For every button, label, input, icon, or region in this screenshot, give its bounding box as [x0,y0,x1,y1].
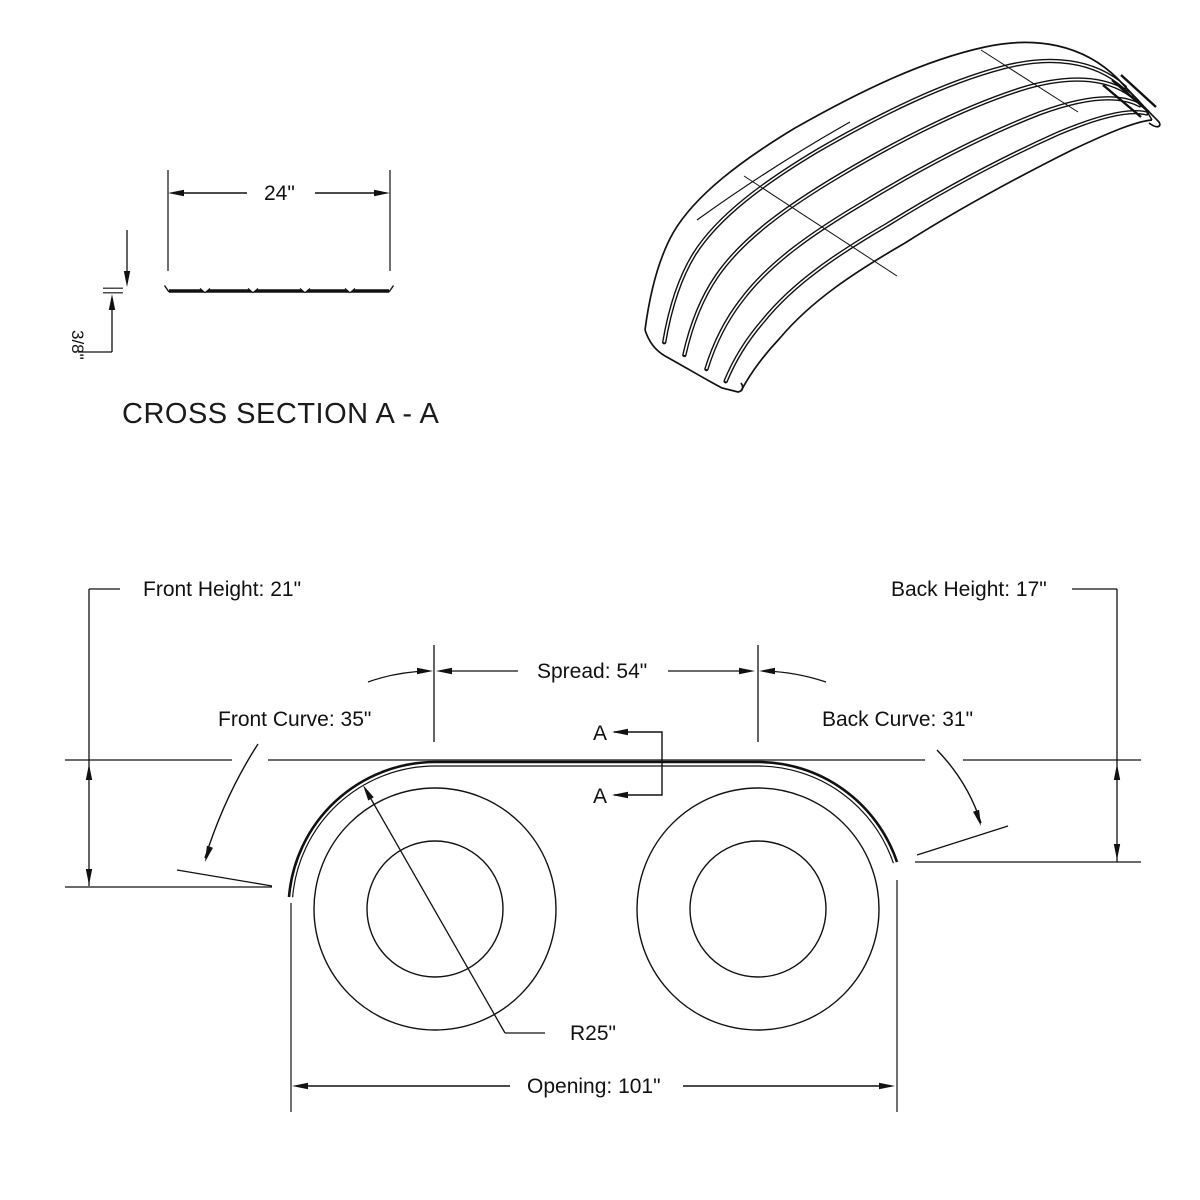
arrowhead [168,189,184,197]
fender-rib [704,96,1142,372]
fender-rear-curl [1117,78,1161,128]
front-tangent-line [176,869,273,887]
arrowhead [1113,764,1121,780]
opening-dimension-label: Opening: 101" [527,1075,661,1098]
radius-label: R25" [570,1022,616,1045]
arrowhead [436,667,452,675]
arrowhead [292,1082,308,1090]
front-hub-outline [366,840,504,978]
arrowhead [85,764,93,780]
fender-rib-core [724,111,1147,382]
arrowhead [417,667,433,675]
front-tire-outline [313,787,557,1031]
fender-rib [723,109,1149,384]
curl-hatch-line [1111,79,1150,113]
spread-dimension-label: Spread: 54" [537,660,647,683]
fender-outer-edge [644,41,1119,331]
back-curve-label: Back Curve: 31" [822,708,973,731]
rib-notch [300,288,310,293]
section-marker-top: A [593,722,607,745]
section-marker-bottom: A [593,785,607,808]
radius-leader [366,791,506,1034]
fender-rib-core [705,97,1141,370]
isometric-view [644,41,1161,393]
back-tangent-line [916,825,1009,856]
front-curve-leader [204,743,259,859]
arrowhead [879,1082,895,1090]
panel-joint-line [980,49,1079,113]
arrowhead [612,791,628,799]
rib-notch [200,288,210,293]
section-line [614,731,663,796]
arrowhead [363,785,374,801]
arrowheads [85,189,1121,1090]
arrowhead [108,294,116,310]
rib-notches [199,288,356,294]
rear-tire-outline [636,787,880,1031]
arrowhead [739,667,755,675]
fender-inner-edge [740,119,1153,392]
rib-notch [247,288,259,294]
rib-notch [299,288,311,294]
arrowhead [759,667,775,675]
arrowhead [973,809,981,826]
fender-rib [662,58,1127,345]
fender-profile-outer [287,760,899,898]
curl-hatch-line [1102,84,1142,118]
rib-notch [345,288,355,293]
rear-hub-outline [689,840,827,978]
fender-profile-inner [292,765,894,898]
rib-notch [199,288,211,294]
arrowhead [374,189,390,197]
rib-notch [344,288,356,294]
sheet-end-lip [388,285,395,293]
thickness-dimension-label: 3/8" [68,330,87,360]
side-view: Spread: 54" A A Front Height: 21" Back H… [65,578,1141,1112]
fender-rib [682,77,1135,358]
fender-rib-core [683,78,1133,356]
arrowhead [205,845,213,862]
fender-underside-edge [696,121,851,221]
arrowhead [85,869,93,885]
front-height-label: Front Height: 21" [143,578,301,601]
rib-notch [248,288,258,293]
back-height-label: Back Height: 17" [891,578,1047,601]
cross-section-title: CROSS SECTION A - A [122,398,439,430]
arrowhead [123,271,131,287]
curl-hatch-line [1120,74,1157,108]
sheet-end-lip [163,285,170,293]
front-curve-label: Front Curve: 35" [218,708,371,731]
width-dimension-label: 24" [264,182,295,205]
cross-section-view: 24" 3/8" CROSS SECTION A - A [68,170,439,430]
arrowhead [1113,844,1121,860]
panel-joint-line [743,175,898,277]
fender-rib-core [663,60,1126,343]
arrowhead [612,728,628,736]
fender-front-end-edge [644,329,744,393]
